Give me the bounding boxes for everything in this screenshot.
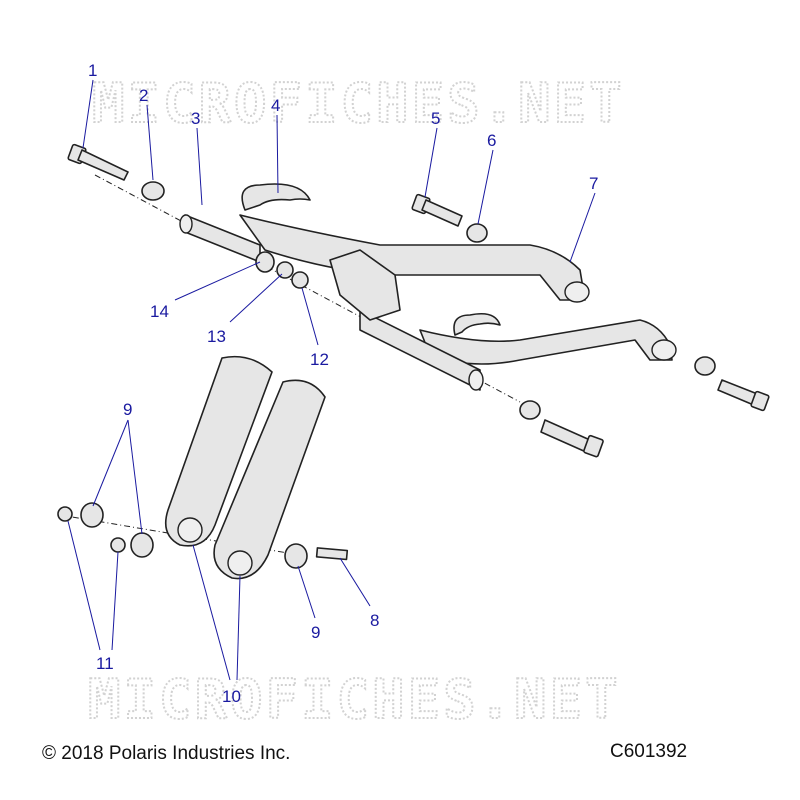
callout-4: 4 bbox=[271, 96, 280, 115]
pivot-strap-left bbox=[164, 355, 273, 547]
pivot-tube-rear bbox=[359, 309, 484, 391]
bolt-1 bbox=[67, 143, 129, 181]
diagram-code: C601392 bbox=[610, 741, 687, 762]
washer-9-c bbox=[284, 543, 308, 569]
nut-12 bbox=[291, 271, 309, 289]
washer-9-a bbox=[80, 502, 104, 528]
bolt-8 bbox=[315, 547, 349, 561]
bolt-right-lower bbox=[540, 419, 604, 458]
pivot-tube-front bbox=[179, 214, 261, 263]
nut-11-b bbox=[110, 537, 126, 553]
callout-6: 6 bbox=[487, 131, 496, 150]
axis-line-front bbox=[94, 174, 521, 403]
a-arm-upper bbox=[239, 183, 590, 303]
copyright-notice: © 2018 Polaris Industries Inc. bbox=[42, 743, 290, 764]
washer-6 bbox=[466, 223, 488, 243]
callout-12: 12 bbox=[310, 350, 329, 369]
callout-1: 1 bbox=[88, 61, 97, 80]
washer-9-b bbox=[130, 532, 154, 558]
pivot-strap-right bbox=[213, 379, 326, 580]
callout-8: 8 bbox=[370, 611, 379, 630]
washer-right-lower bbox=[519, 400, 541, 420]
callout-9-right: 9 bbox=[311, 623, 320, 642]
washer-2 bbox=[141, 181, 165, 201]
callout-9-left: 9 bbox=[123, 400, 132, 419]
bolt-5 bbox=[411, 193, 463, 227]
callout-10: 10 bbox=[222, 687, 241, 706]
bolt-right-upper bbox=[717, 379, 770, 412]
callout-2: 2 bbox=[139, 86, 148, 105]
nut-11-a bbox=[57, 506, 73, 522]
callout-11: 11 bbox=[96, 654, 114, 673]
washer-14 bbox=[255, 251, 275, 273]
callout-14: 14 bbox=[150, 302, 169, 321]
washer-13 bbox=[276, 261, 294, 279]
watermark-bottom: MICROFICHES.NET bbox=[88, 668, 621, 731]
a-arm-lower bbox=[419, 312, 677, 365]
callout-13: 13 bbox=[207, 327, 226, 346]
callout-5: 5 bbox=[431, 109, 440, 128]
callout-3: 3 bbox=[191, 109, 200, 128]
mount-bracket bbox=[329, 249, 401, 321]
washer-right-upper bbox=[694, 356, 716, 376]
watermark-top: MICROFICHES.NET bbox=[92, 72, 625, 135]
callout-7: 7 bbox=[589, 174, 598, 193]
